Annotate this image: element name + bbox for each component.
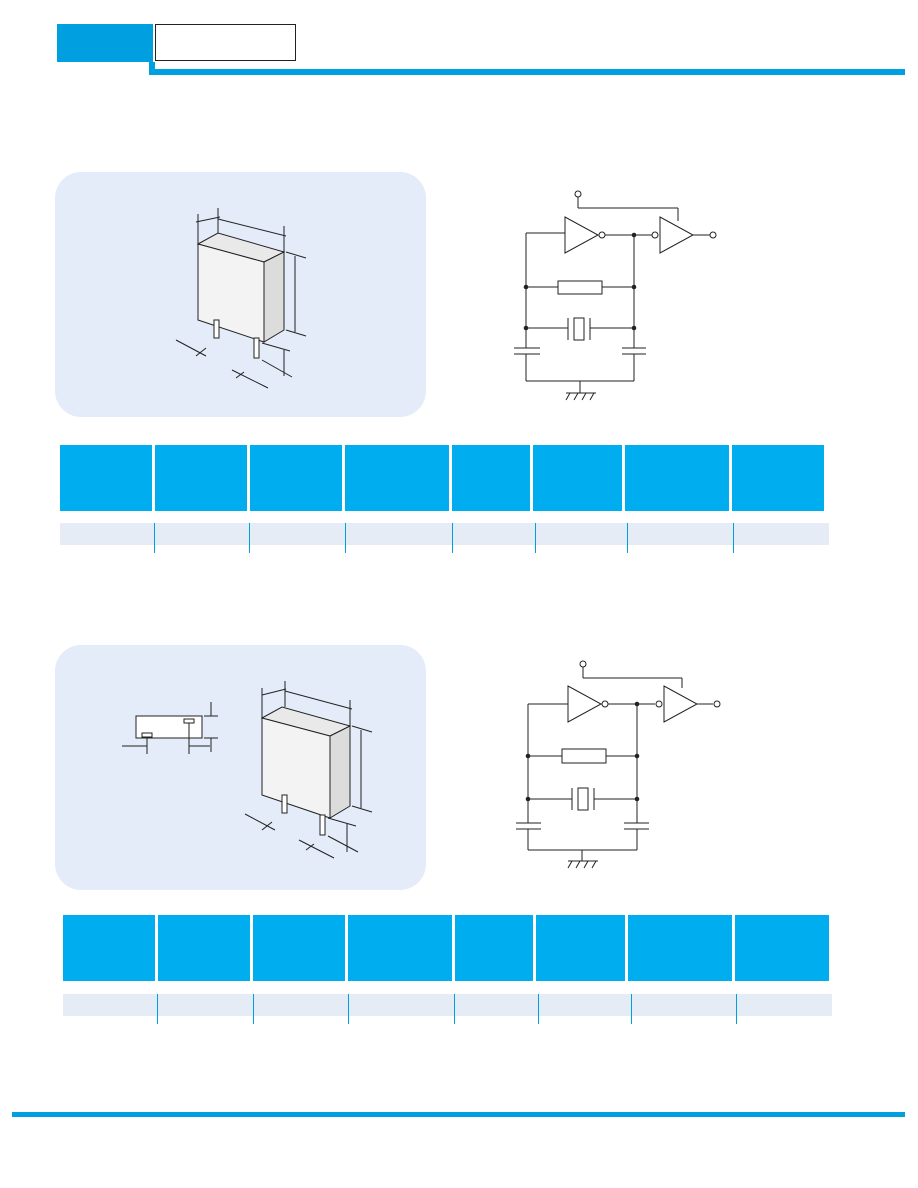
table-header-cell [253,915,345,981]
table-cell-divider [736,994,737,1024]
table-cell-divider [535,523,536,553]
table-header-cell [63,915,155,981]
table-header-cell [735,915,829,981]
package-bottom-view-drawing-2 [122,702,218,754]
table-cell-divider [348,994,349,1024]
table-header-cell [455,915,533,981]
table-header-cell [732,445,824,511]
table-cell-divider [631,994,632,1024]
table-cell-divider [345,523,346,553]
spec-table-2-header [63,915,829,981]
table-header-cell [155,445,247,511]
table-cell-divider [627,523,628,553]
table-header-cell [625,445,729,511]
table-cell-divider [538,994,539,1024]
header-rule [149,69,905,75]
header-rule-connector [149,62,155,75]
table-cell-divider [249,523,250,553]
header-tab-block [57,24,153,62]
package-outline-drawing-1 [175,208,307,389]
oscillator-circuit-1 [514,190,717,401]
table-header-cell [158,915,250,981]
spec-table-1-row [60,523,829,553]
table-header-cell [628,915,732,981]
table-cell-divider [157,994,158,1024]
header-title-box [155,24,296,61]
table-cell-divider [454,994,455,1024]
table-header-cell [536,915,625,981]
table-header-cell [533,445,622,511]
footer-rule [12,1112,905,1117]
table-header-cell [60,445,152,511]
spec-table-1-header [60,445,824,511]
table-header-cell [250,445,342,511]
table-cell-divider [154,523,155,553]
table-cell-divider [253,994,254,1024]
spec-table-2-row [63,994,832,1024]
table-cell-divider [733,523,734,553]
table-header-cell [348,915,452,981]
table-header-cell [452,445,530,511]
table-header-cell [345,445,449,511]
package-outline-drawing-2 [244,681,373,859]
package-drawing-panel-2 [55,645,426,890]
table-cell-divider [452,523,453,553]
oscillator-circuit-2 [516,660,721,869]
